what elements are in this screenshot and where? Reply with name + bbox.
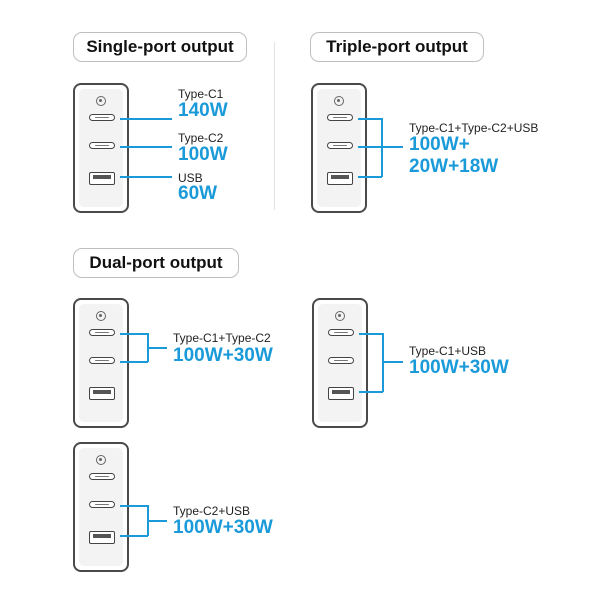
combo-label-c2usb: Type-C2+USB — [173, 504, 251, 518]
combo-label-c1c2: Type-C1+Type-C2 — [173, 331, 271, 345]
usb-c-port-icon — [89, 329, 115, 336]
connector-bracket — [381, 118, 383, 177]
usb-c-port-icon — [89, 501, 115, 508]
usb-a-port-icon — [327, 172, 353, 185]
connector-line — [120, 505, 148, 507]
usb-a-port-icon — [89, 387, 115, 400]
usb-c-port-icon — [89, 142, 115, 149]
port-watt-c1: 140W — [178, 100, 228, 121]
combo-watt-c1usb: 100W+30W — [409, 357, 509, 378]
connector-line — [359, 333, 383, 335]
connector-line — [358, 118, 382, 120]
usb-c-port-icon — [327, 114, 353, 121]
connector-line — [120, 333, 148, 335]
charger-icon — [312, 298, 368, 428]
connector-line-usb — [120, 176, 172, 178]
usb-a-port-icon — [328, 387, 354, 400]
connector-line — [381, 146, 403, 148]
connector-line — [120, 361, 148, 363]
connector-line — [147, 520, 167, 522]
charger-icon — [73, 298, 129, 428]
usb-c-port-icon — [89, 114, 115, 121]
connector-line — [358, 176, 382, 178]
usb-a-port-icon — [89, 172, 115, 185]
combo-watt-c2usb: 100W+30W — [173, 517, 273, 538]
connector-line — [120, 535, 148, 537]
connector-line — [358, 146, 382, 148]
combo-label-c1usb: Type-C1+USB — [409, 344, 487, 358]
port-watt-c2: 100W — [178, 144, 228, 165]
section-divider — [274, 42, 275, 210]
port-label-c1: Type-C1 — [178, 87, 224, 101]
connector-line-c1 — [120, 118, 172, 120]
charger-icon — [73, 83, 129, 213]
connector-line — [382, 361, 403, 363]
usb-c-port-icon — [327, 142, 353, 149]
usb-c-port-icon — [328, 329, 354, 336]
port-label-usb: USB — [178, 171, 203, 185]
combo-watt-triple-1: 100W+ — [409, 134, 470, 155]
usb-c-port-icon — [89, 357, 115, 364]
brand-logo-icon — [335, 311, 345, 321]
usb-a-port-icon — [89, 531, 115, 544]
brand-logo-icon — [96, 455, 106, 465]
brand-logo-icon — [334, 96, 344, 106]
combo-watt-c1c2: 100W+30W — [173, 345, 273, 366]
connector-line-c2 — [120, 146, 172, 148]
connector-line — [359, 391, 383, 393]
brand-logo-icon — [96, 96, 106, 106]
usb-c-port-icon — [89, 473, 115, 480]
heading-single-port: Single-port output — [73, 32, 247, 62]
charger-icon — [73, 442, 129, 572]
combo-watt-triple-2: 20W+18W — [409, 156, 499, 177]
heading-dual-port: Dual-port output — [73, 248, 239, 278]
heading-triple-port: Triple-port output — [310, 32, 484, 62]
combo-label-triple: Type-C1+Type-C2+USB — [409, 121, 539, 135]
charger-icon — [311, 83, 367, 213]
usb-c-port-icon — [328, 357, 354, 364]
port-watt-usb: 60W — [178, 183, 218, 204]
port-label-c2: Type-C2 — [178, 131, 224, 145]
connector-bracket — [382, 333, 384, 392]
brand-logo-icon — [96, 311, 106, 321]
connector-line — [147, 347, 167, 349]
